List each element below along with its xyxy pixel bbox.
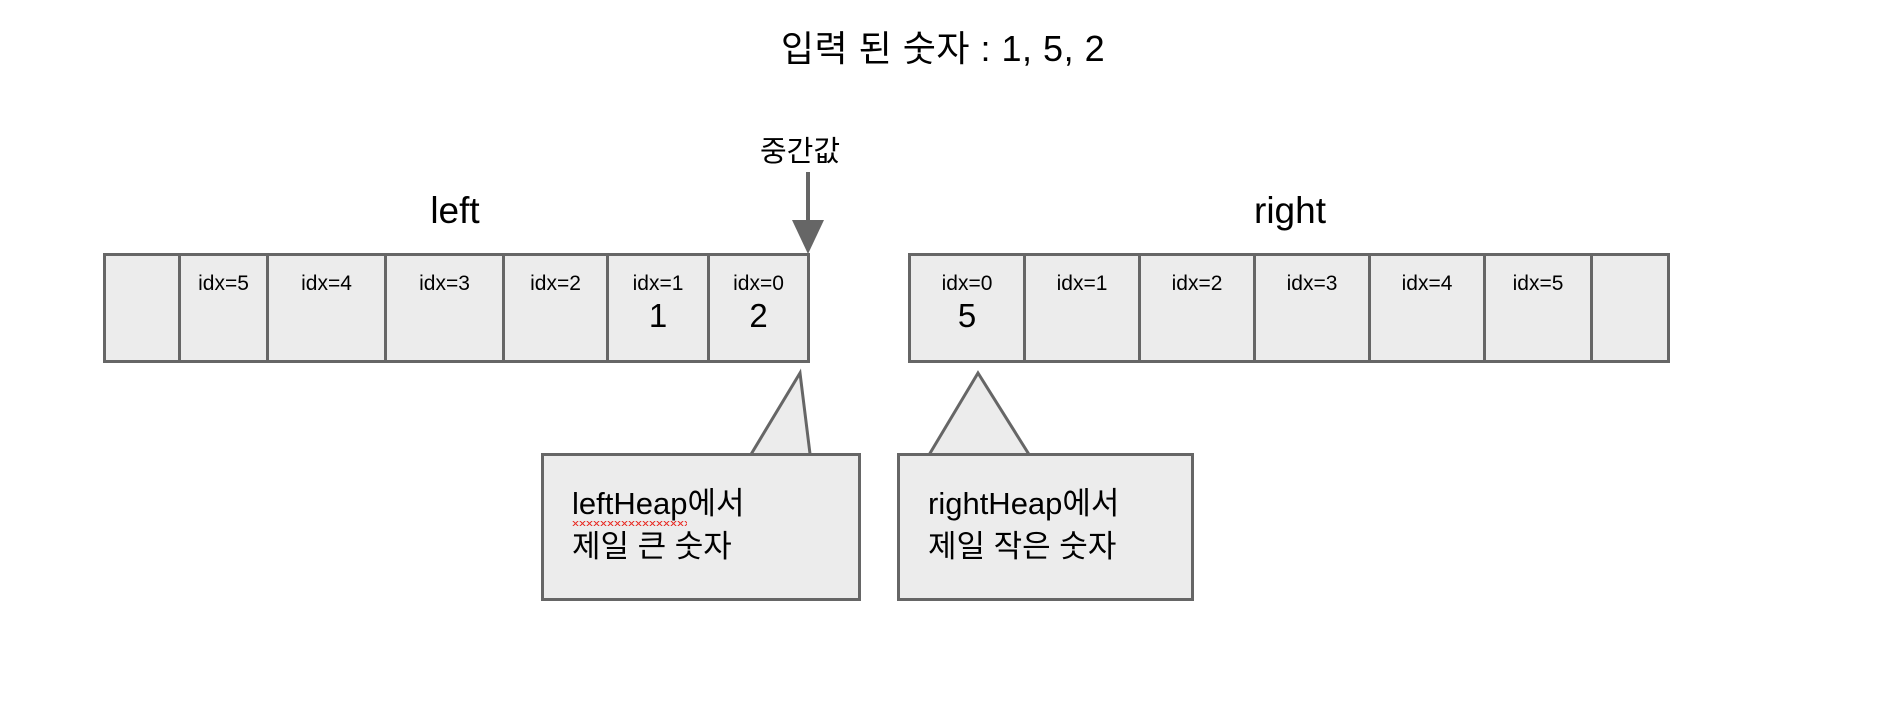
page-title: 입력 된 숫자 : 1, 5, 2 [780,28,1106,69]
left-cell-idx-3[interactable]: idx=3 [387,256,505,360]
left-heap-array: idx=5 idx=4 idx=3 idx=2 idx=1 1 idx=0 2 [103,253,810,363]
spellcheck-misspelling: leftHeap [572,482,688,526]
right-callout-line-2: 제일 작은 숫자 [928,529,1117,564]
cell-index-label: idx=2 [1171,272,1223,295]
left-cell-idx-5[interactable]: idx=5 [181,256,269,360]
cell-index-label: idx=4 [1401,272,1453,295]
cell-value: 2 [749,297,768,334]
left-cell-idx-2[interactable]: idx=2 [505,256,609,360]
cell-index-label: idx=3 [1286,272,1338,295]
cell-index-label: idx=2 [530,272,581,295]
arrow-down-icon [792,172,824,254]
cell-index-label: idx=1 [1056,272,1108,295]
cell-index-label: idx=5 [198,272,249,295]
right-heap-label: right [1254,190,1326,231]
left-callout-line-1-rest: 에서 [687,486,745,521]
right-cell-idx-0[interactable]: idx=0 5 [911,256,1026,360]
cell-index-label: idx=3 [419,272,470,295]
cell-value: 5 [957,297,977,334]
right-cell-idx-5[interactable]: idx=5 [1486,256,1593,360]
median-label: 중간값 [759,136,841,168]
left-callout-line-2: 제일 큰 숫자 [572,529,732,564]
cell-index-label: idx=0 [733,272,784,295]
cell-index-label: idx=0 [941,272,993,295]
right-callout-line-1: rightHeap에서 [928,486,1120,521]
left-heap-label: left [430,190,480,231]
cell-index-label: idx=1 [632,272,684,295]
cell-index-label: idx=5 [1512,272,1564,295]
left-cell-idx-4[interactable]: idx=4 [269,256,387,360]
right-cell-idx-4[interactable]: idx=4 [1371,256,1486,360]
right-heap-callout: rightHeap에서 제일 작은 숫자 [897,453,1194,601]
cell-value: 1 [648,297,668,334]
right-cell-blank[interactable] [1593,256,1667,360]
right-cell-idx-2[interactable]: idx=2 [1141,256,1256,360]
right-cell-idx-3[interactable]: idx=3 [1256,256,1371,360]
cell-index-label: idx=4 [301,272,352,295]
right-heap-array: idx=0 5 idx=1 idx=2 idx=3 idx=4 idx=5 [908,253,1670,363]
left-cell-idx-1[interactable]: idx=1 1 [609,256,710,360]
left-heap-callout: leftHeap에서 제일 큰 숫자 [541,453,861,601]
left-cell-blank[interactable] [106,256,181,360]
left-cell-idx-0[interactable]: idx=0 2 [710,256,807,360]
right-cell-idx-1[interactable]: idx=1 [1026,256,1141,360]
left-callout-line-1: leftHeap에서 [572,482,745,526]
